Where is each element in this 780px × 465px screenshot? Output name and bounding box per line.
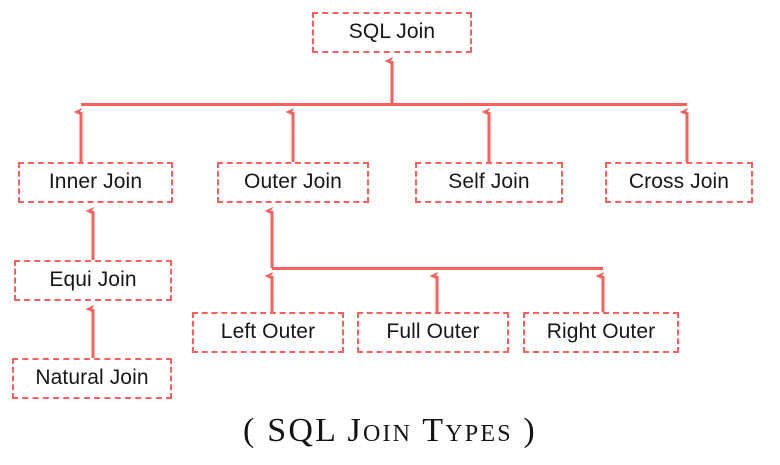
node-outer-join[interactable]: Outer Join: [217, 162, 369, 203]
node-label: SQL Join: [348, 20, 436, 43]
node-label: Left Outer: [220, 320, 316, 343]
node-label: Cross Join: [628, 170, 730, 193]
node-label: Inner Join: [48, 170, 143, 193]
node-sql-join[interactable]: SQL Join: [312, 12, 472, 53]
node-label: Outer Join: [244, 170, 342, 193]
node-cross-join[interactable]: Cross Join: [605, 162, 753, 203]
diagram-caption: ( SQL Join Types ): [243, 412, 537, 449]
node-natural-join[interactable]: Natural Join: [12, 358, 172, 399]
node-full-outer[interactable]: Full Outer: [357, 312, 509, 353]
node-label: Natural Join: [35, 366, 149, 389]
node-right-outer[interactable]: Right Outer: [523, 312, 679, 353]
node-label: Self Join: [448, 170, 530, 193]
node-inner-join[interactable]: Inner Join: [18, 162, 173, 203]
node-equi-join[interactable]: Equi Join: [14, 260, 172, 301]
node-label: Equi Join: [49, 268, 137, 291]
node-self-join[interactable]: Self Join: [415, 162, 563, 203]
node-label: Right Outer: [546, 320, 656, 343]
node-label: Full Outer: [386, 320, 480, 343]
node-left-outer[interactable]: Left Outer: [192, 312, 344, 353]
